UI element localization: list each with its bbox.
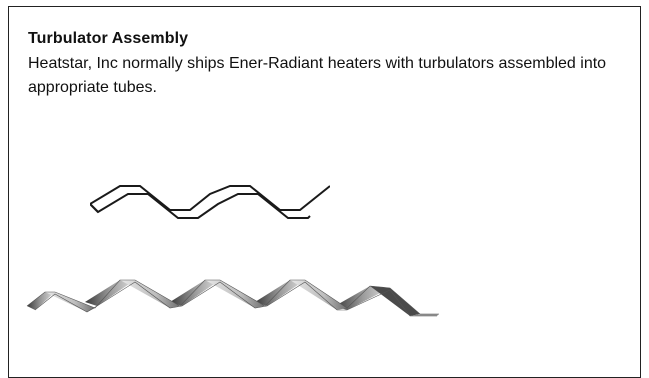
twisted-turbulator-strip-icon xyxy=(26,279,439,317)
zigzag-turbulator-outline-icon xyxy=(90,185,330,219)
section-title: Turbulator Assembly xyxy=(28,30,189,47)
section-body: Heatstar, Inc normally ships Ener-Radian… xyxy=(28,55,607,96)
